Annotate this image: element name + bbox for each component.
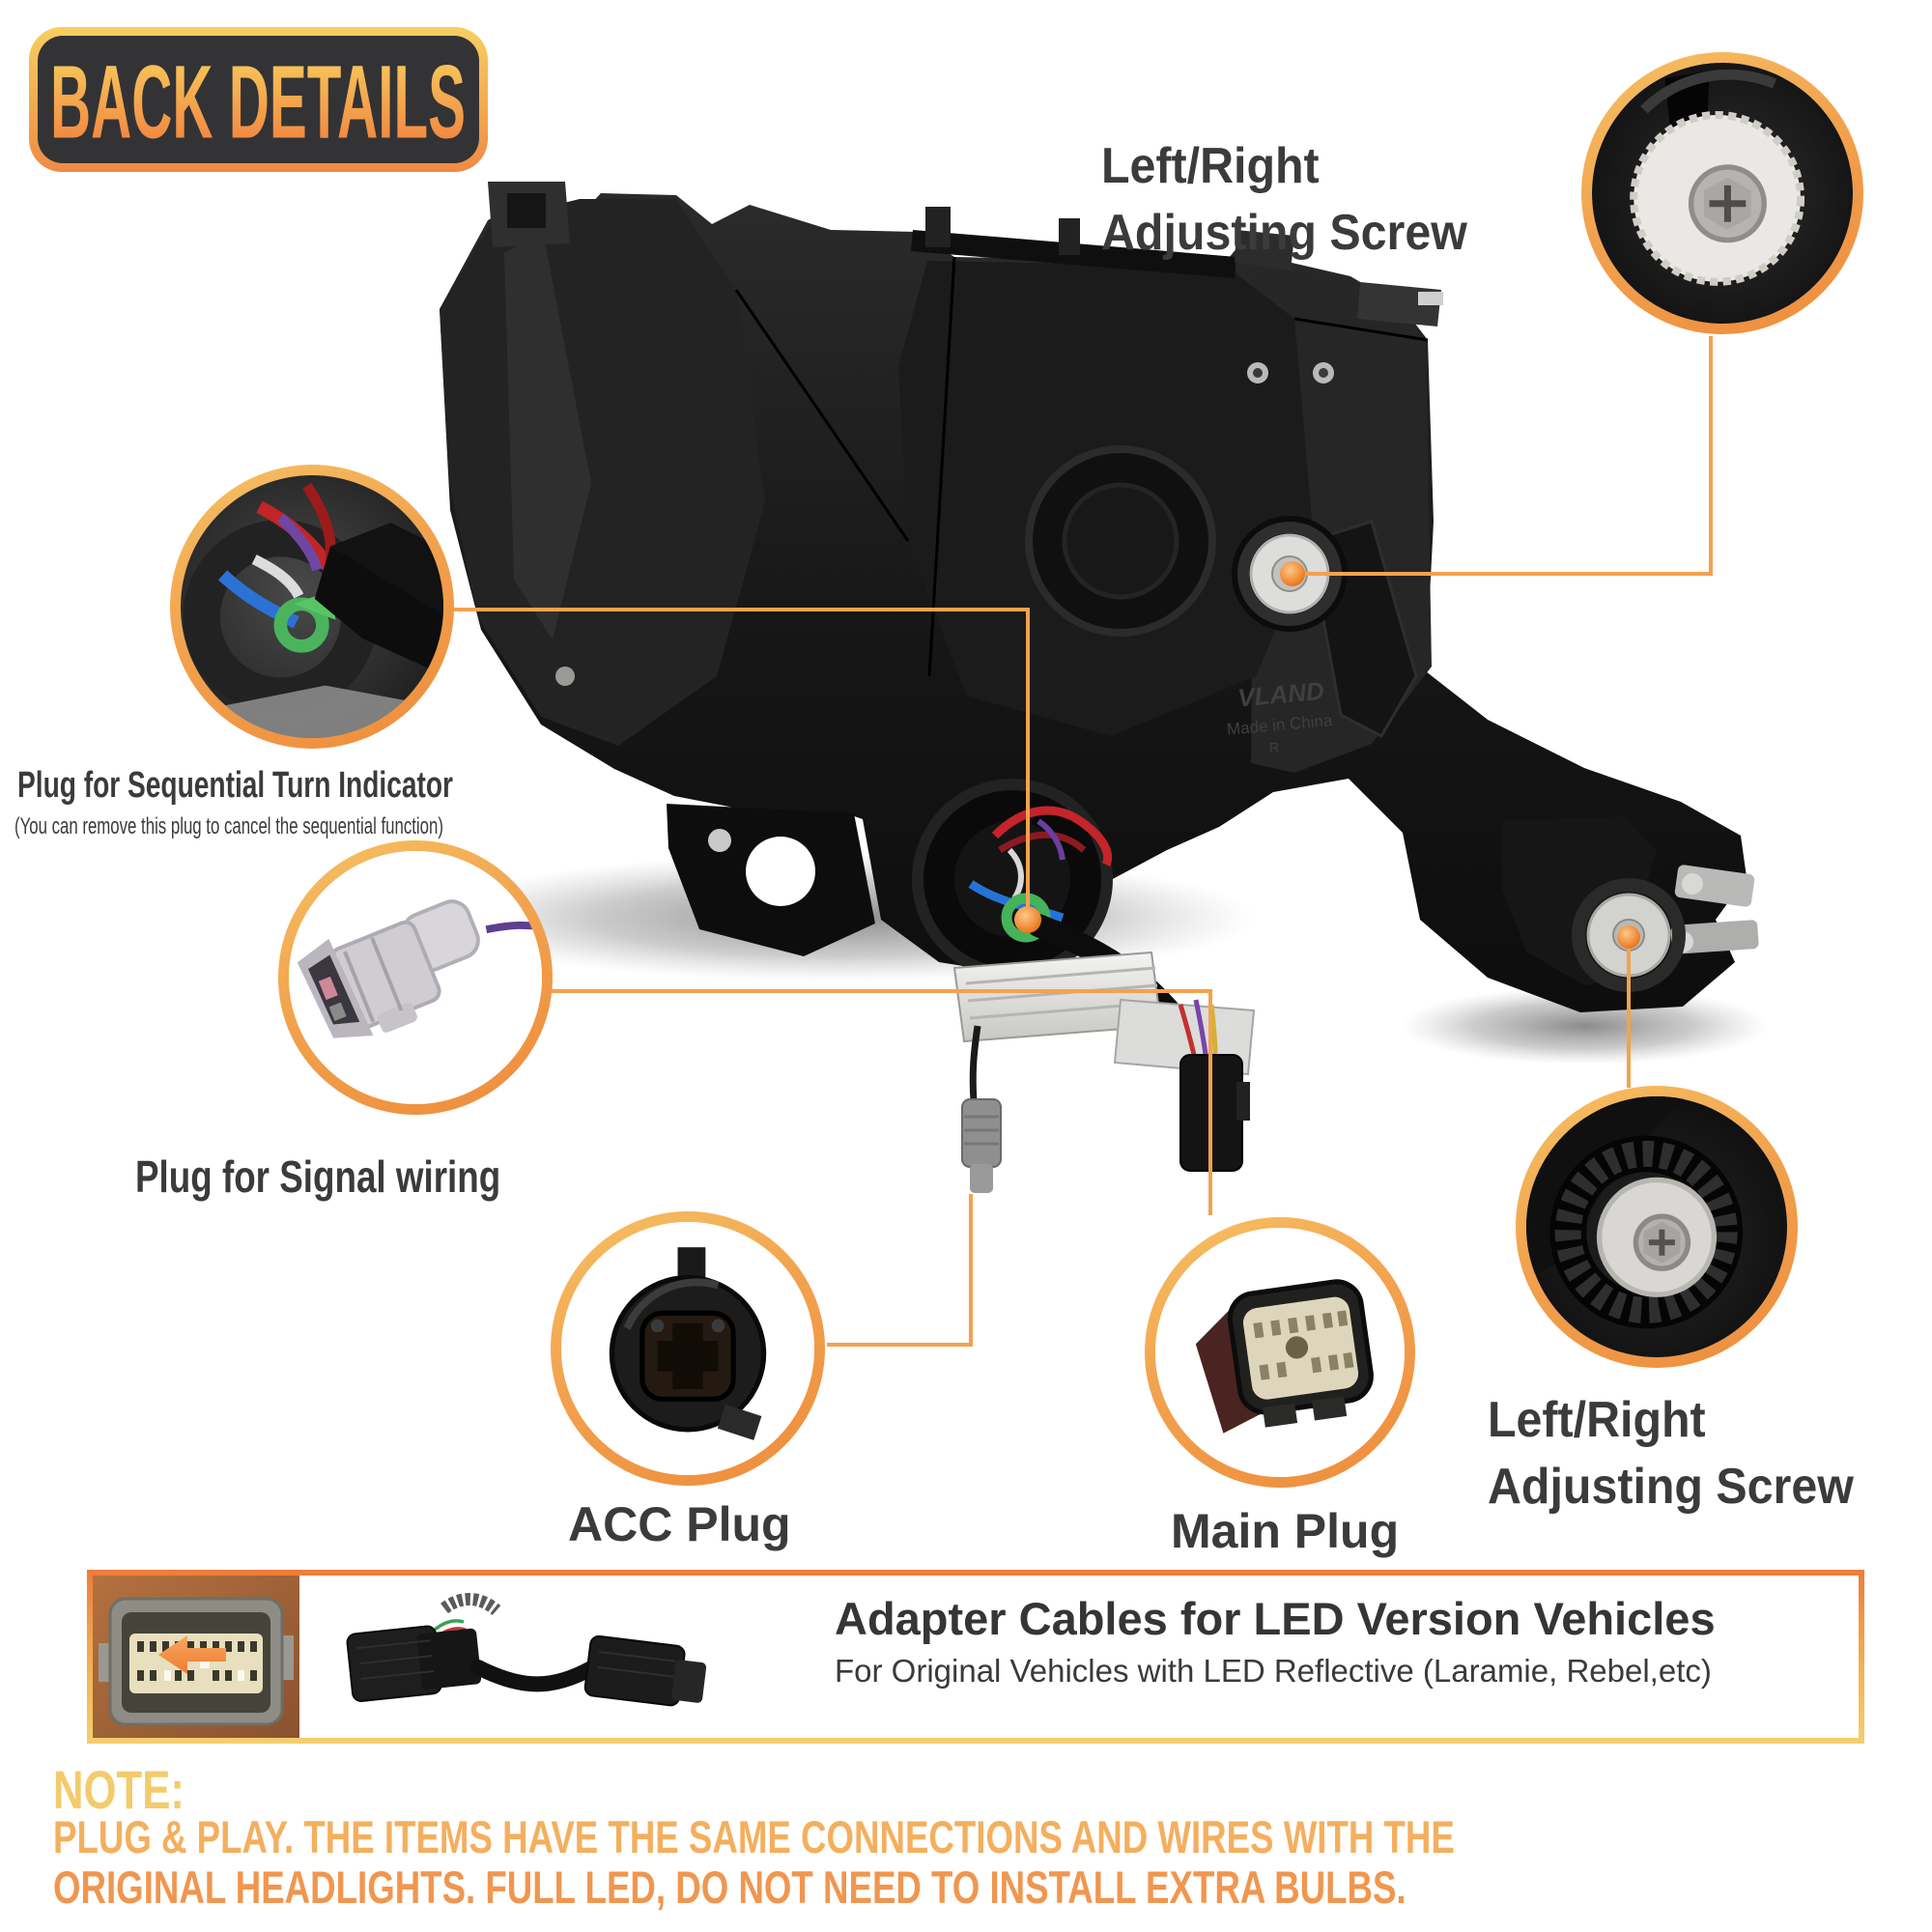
inset-adjusting-screw-top-photo: [1581, 52, 1863, 334]
label-sequential-plug: Plug for Sequential Turn Indicator: [17, 765, 453, 806]
rubber-cover: [314, 546, 443, 675]
inset-sequential-plug-photo: [170, 465, 454, 749]
wire-purple: [276, 513, 323, 572]
mounting-hole: [746, 837, 815, 906]
inset-adjusting-screw-bottom-photo: [1516, 1086, 1798, 1368]
adapter-cables-strip: Adapter Cables for LED Version Vehicles …: [87, 1570, 1864, 1744]
callout-dots: [1014, 561, 1640, 949]
note-line-2: ORIGINAL HEADLIGHTS. FULL LED, DO NOT NE…: [53, 1861, 1406, 1913]
note-line-1: PLUG & PLAY. THE ITEMS HAVE THE SAME CON…: [53, 1811, 1455, 1862]
callout-line-acc: [827, 1194, 973, 1347]
label-sequential-plug-note: (You can remove this plug to cancel the …: [14, 813, 443, 839]
mark-embossed: R: [1268, 739, 1279, 755]
label-adjusting-screw-top: Left/Right Adjusting Screw: [1101, 138, 1467, 261]
adapter-subtitle: For Original Vehicles with LED Reflectiv…: [835, 1653, 1712, 1690]
callout-line-screw-top: [1293, 336, 1713, 576]
wire-blue: [217, 570, 299, 629]
page-title: BACK DETAILS: [50, 43, 466, 160]
acc-plug: [609, 1247, 767, 1440]
callout-line-signal-main: [552, 989, 1212, 1215]
callout-dot-screw-bottom: [1617, 925, 1640, 949]
note-heading: NOTE:: [53, 1759, 185, 1820]
inset-acc-plug-photo: [551, 1211, 825, 1486]
inset-main-plug-photo: [1145, 1217, 1415, 1488]
title-badge-inner: BACK DETAILS: [38, 36, 479, 163]
adapter-title: Adapter Cables for LED Version Vehicles: [835, 1593, 1716, 1644]
label-acc-plug: ACC Plug: [568, 1497, 791, 1551]
headlight-housing: [440, 182, 1747, 1012]
callout-dot-sequential: [1014, 906, 1041, 933]
callout-line-sequential: [452, 608, 1030, 914]
title-badge: BACK DETAILS: [29, 27, 488, 172]
led-driver-module: [952, 951, 1256, 1076]
adapter-text-block: Adapter Cables for LED Version Vehicles …: [800, 1576, 1859, 1738]
signal-wire-purple: [485, 921, 542, 934]
callout-dot-screw-top: [1280, 561, 1305, 586]
acc-plug-hanging: [961, 1025, 1002, 1193]
callout-lines: [452, 336, 1713, 1347]
main-plug: [1195, 1279, 1374, 1434]
label-adjusting-screw-bottom: Left/Right Adjusting Screw: [1488, 1392, 1854, 1515]
signal-plug: [297, 899, 480, 1038]
arrow-left-icon: [158, 1635, 226, 1674]
label-signal-plug: Plug for Signal wiring: [135, 1151, 501, 1202]
inset-signal-plug-photo: [278, 840, 553, 1115]
label-main-plug: Main Plug: [1171, 1504, 1400, 1558]
wire-white: [251, 554, 304, 599]
adapter-cables-photo: [158, 1576, 800, 1738]
